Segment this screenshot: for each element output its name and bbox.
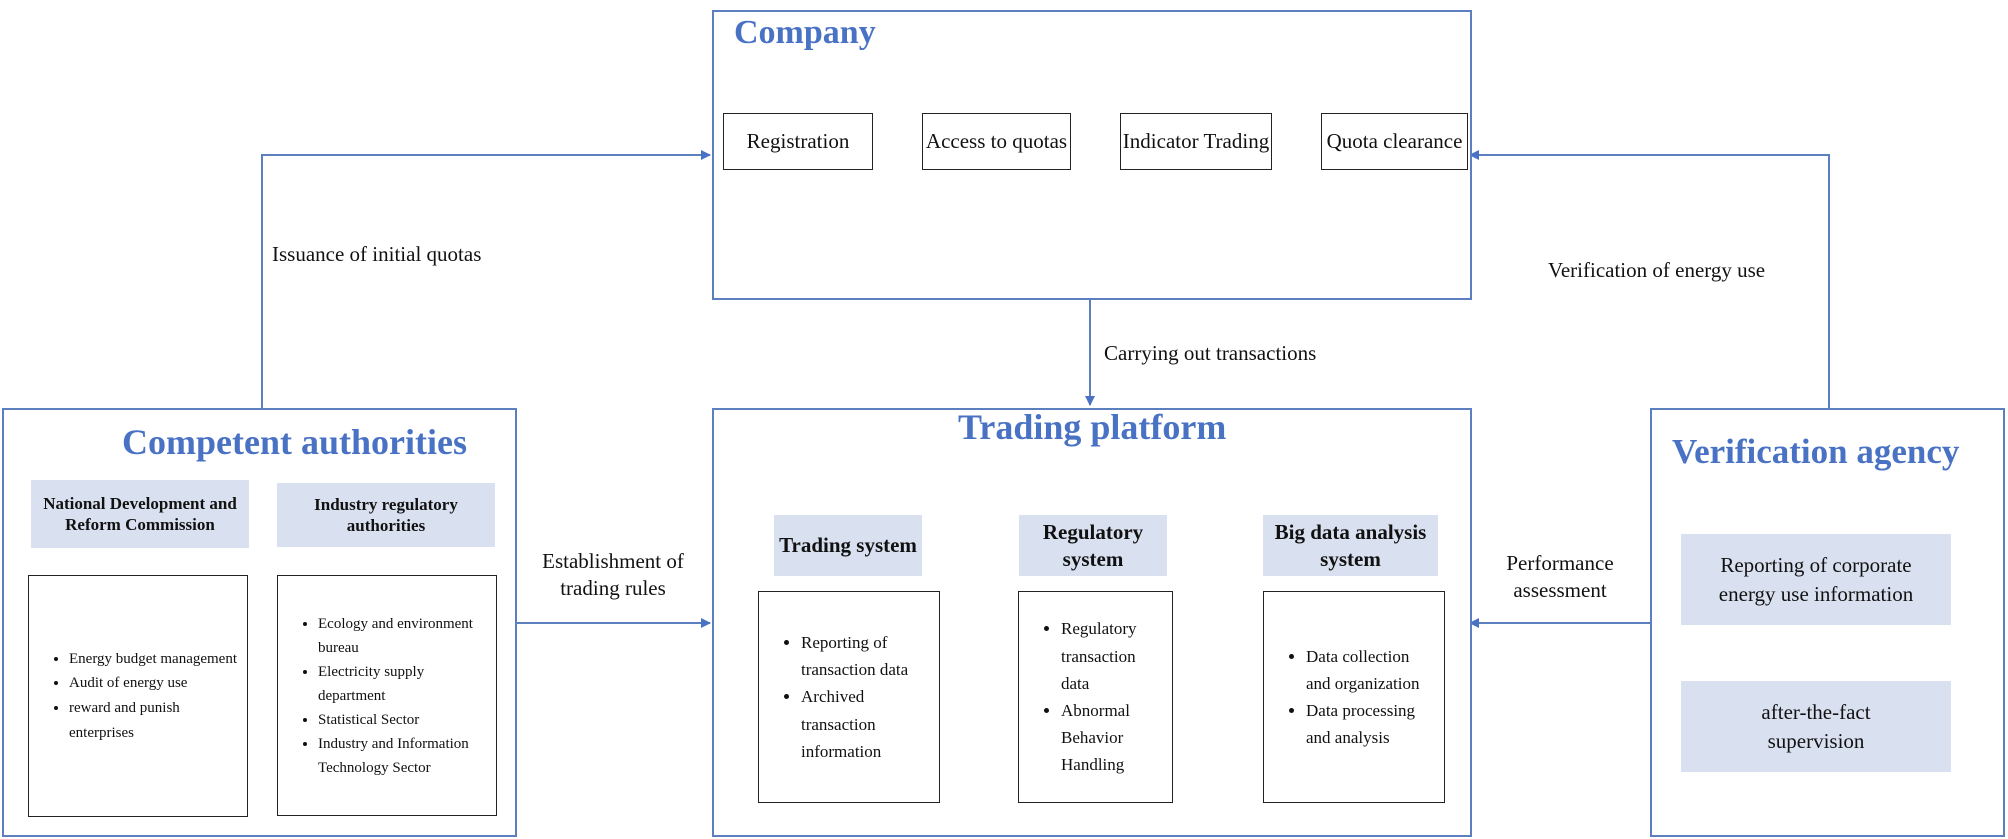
regulatory-list-box: Regulatory transaction data Abnormal Beh… (1018, 591, 1173, 803)
ndrc-header: National Development and Reform Commissi… (31, 480, 249, 548)
industry-header: Industry regulatory authorities (277, 483, 495, 547)
arrow-issuance (261, 150, 711, 408)
list-item: Regulatory transaction data (1061, 615, 1166, 697)
verification-item-reporting: Reporting of corporate energy use inform… (1681, 534, 1951, 625)
list-item: Reporting of transaction data (801, 629, 933, 683)
industry-list-box: Ecology and environment bureau Electrici… (277, 575, 497, 816)
verification-item-supervision: after-the-fact supervision (1681, 681, 1951, 772)
list-item: Industry and Information Technology Sect… (318, 732, 492, 780)
list-item: Archived transaction information (801, 683, 933, 765)
list-item: Statistical Sector (318, 708, 492, 732)
label-performance: Performance assessment (1506, 551, 1614, 603)
list-item: Ecology and environment bureau (318, 612, 492, 660)
label-establishment: Establishment of trading rules (542, 549, 684, 601)
list-item: Energy budget management (69, 647, 247, 672)
list-item: Data processing and analysis (1306, 697, 1438, 751)
step-access-quotas: Access to quotas (922, 113, 1071, 170)
ndrc-list-box: Energy budget management Audit of energy… (28, 575, 248, 817)
arrow-verification (1469, 150, 1830, 408)
verification-title: Verification agency (1672, 432, 1960, 471)
bigdata-system-header: Big data analysis system (1263, 515, 1438, 576)
company-title: Company (734, 14, 876, 51)
step-indicator-trading: Indicator Trading (1120, 113, 1272, 170)
label-verification: Verification of energy use (1548, 258, 1766, 282)
list-item: Abnormal Behavior Handling (1061, 697, 1166, 779)
bigdata-list-box: Data collection and organization Data pr… (1263, 591, 1445, 803)
regulatory-system-header: Regulatory system (1019, 515, 1167, 576)
platform-title: Trading platform (958, 407, 1227, 447)
authorities-title: Competent authorities (122, 422, 467, 462)
step-quota-clearance: Quota clearance (1321, 113, 1468, 170)
step-registration: Registration (723, 113, 873, 170)
label-issuance: Issuance of initial quotas (272, 242, 482, 266)
label-carrying: Carrying out transactions (1104, 341, 1317, 365)
trading-system-header: Trading system (774, 515, 922, 576)
list-item: reward and punish enterprises (69, 696, 247, 746)
list-item: Audit of energy use (69, 671, 247, 696)
trading-list-box: Reporting of transaction data Archived t… (758, 591, 940, 803)
list-item: Data collection and organization (1306, 643, 1438, 697)
list-item: Electricity supply department (318, 660, 492, 708)
